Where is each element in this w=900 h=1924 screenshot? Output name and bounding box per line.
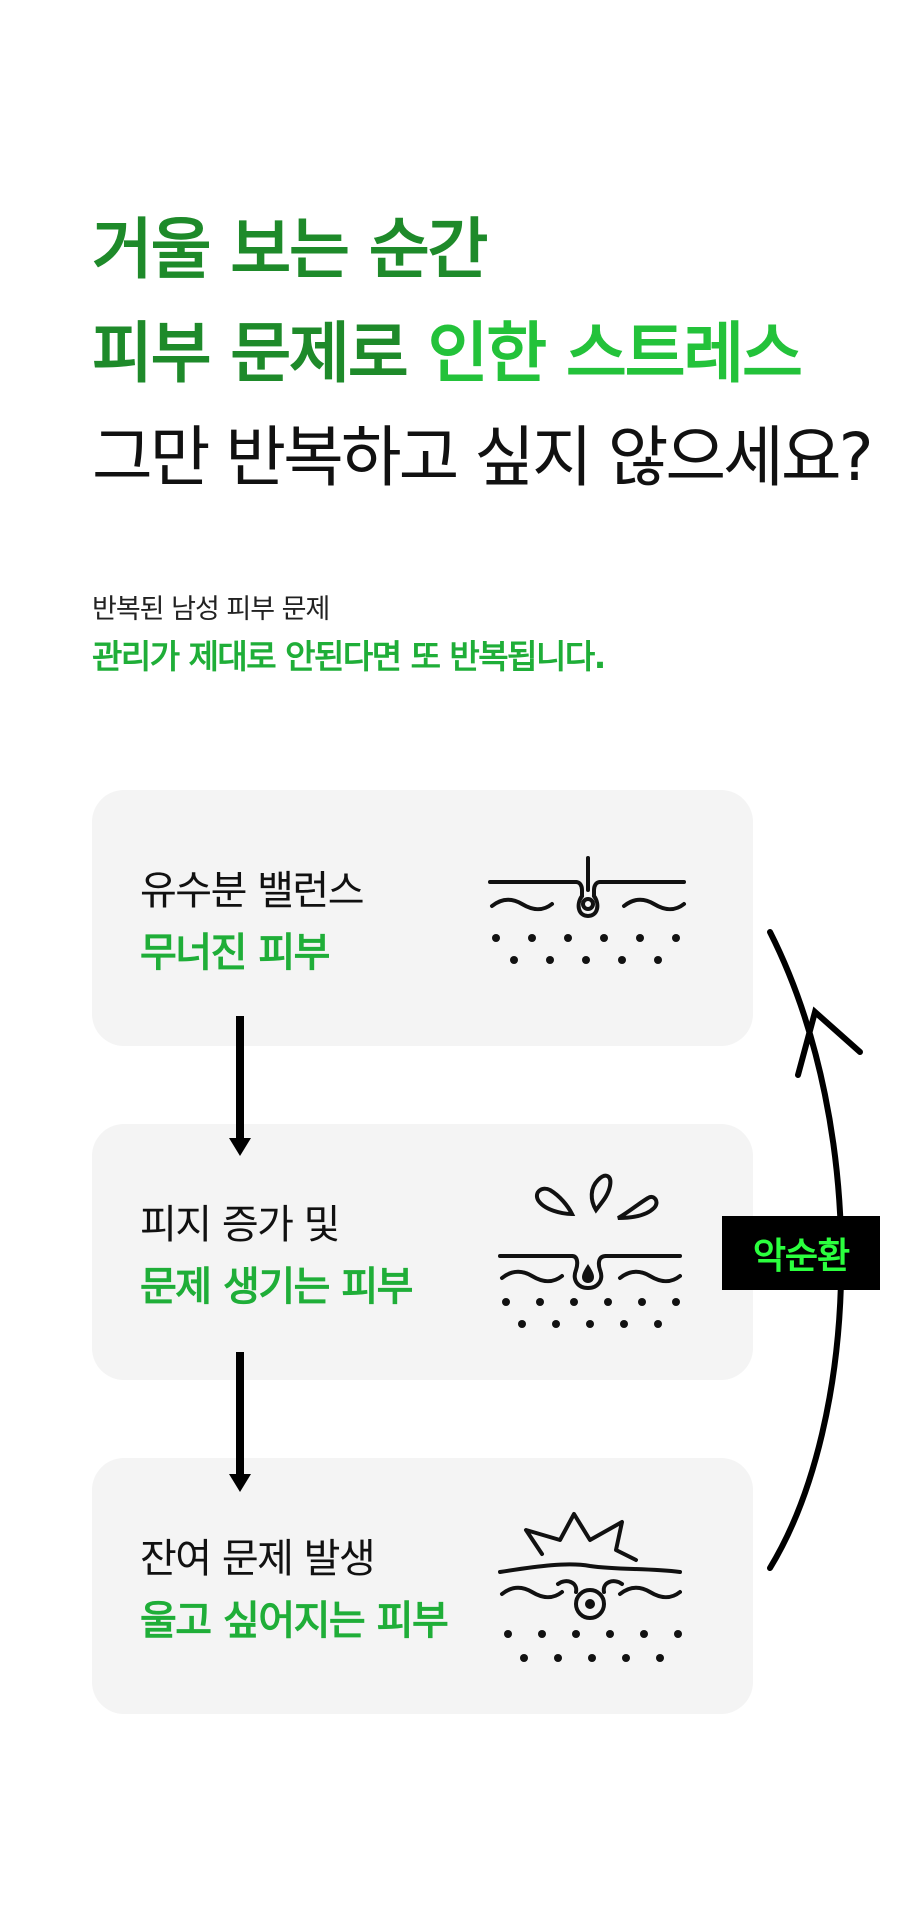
subheading: 반복된 남성 피부 문제 관리가 제대로 안된다면 또 반복됩니다. (92, 590, 606, 684)
skin-pore-icon (488, 856, 686, 964)
subheading-small: 반복된 남성 피부 문제 (92, 594, 330, 625)
down-arrow-2 (229, 1352, 251, 1492)
card-oil-balance: 유수분 밸런스 무너진 피부 (92, 790, 753, 1046)
hero-line-2-part2: 인한 스트레스 (427, 315, 803, 392)
card-sebum-increase: 피지 증가 및 문제 생기는 피부 (92, 1124, 753, 1380)
card-title: 잔여 문제 발생 (140, 1536, 376, 1582)
hero-line-1: 거울 보는 순간 (92, 198, 871, 302)
card-subtitle: 문제 생기는 피부 (140, 1264, 413, 1310)
down-arrow-1 (229, 1016, 251, 1156)
skin-burst-icon (498, 1512, 682, 1662)
card-title: 피지 증가 및 (140, 1202, 340, 1248)
hero-headline: 거울 보는 순간 피부 문제로 인한 스트레스 그만 반복하고 싶지 않으세요? (92, 198, 874, 510)
card-subtitle: 무너진 피부 (140, 930, 330, 976)
hero-line-1-text: 거울 보는 순간 (92, 211, 488, 288)
hero-line-2: 피부 문제로 인한 스트레스 (92, 302, 871, 406)
card-title: 유수분 밸런스 (140, 868, 365, 914)
sebum-splash-icon (498, 1173, 682, 1328)
card-subtitle: 울고 싶어지는 피부 (140, 1598, 449, 1644)
subheading-bold: 관리가 제대로 안된다면 또 반복됩니다. (92, 637, 606, 676)
hero-line-2-part1: 피부 문제로 (92, 315, 409, 392)
vicious-cycle-badge: 악순환 (722, 1216, 880, 1290)
card-residual-problem: 잔여 문제 발생 울고 싶어지는 피부 (92, 1458, 753, 1714)
hero-line-3: 그만 반복하고 싶지 않으세요? (92, 419, 874, 496)
